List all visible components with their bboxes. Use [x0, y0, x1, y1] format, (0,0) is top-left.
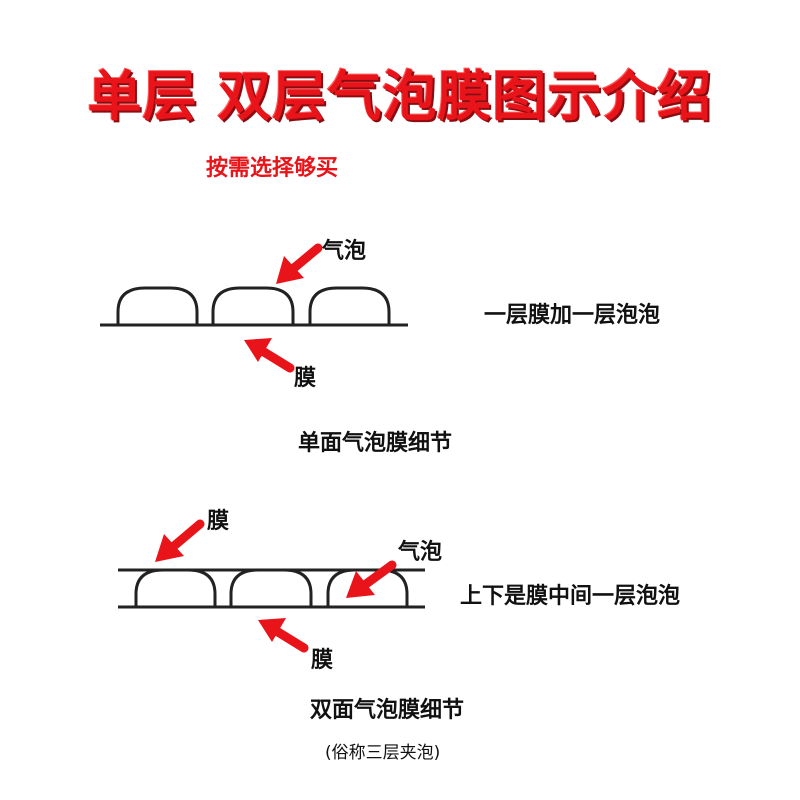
arrow-double-bottom-film [258, 618, 309, 653]
page-subtitle: 按需选择够买 [206, 156, 339, 181]
double-bottom-film-label: 膜 [311, 648, 334, 673]
single-bubble-3 [308, 286, 391, 325]
single-film-label: 膜 [294, 366, 317, 391]
single-bubble-2 [211, 286, 295, 325]
single-layer-caption: 单面气泡膜细节 [298, 431, 453, 456]
double-bubble-3 [326, 568, 409, 607]
arrow-double-top-film [155, 519, 205, 562]
double-bubble-2 [229, 568, 313, 607]
single-bubble-label: 气泡 [322, 239, 367, 264]
arrow-single-film [244, 338, 295, 373]
double-top-film-label: 膜 [207, 509, 230, 534]
double-layer-description: 上下是膜中间一层泡泡 [460, 584, 681, 609]
double-layer-caption: 双面气泡膜细节 [310, 698, 465, 723]
page-title: 单层 双层气泡膜图示介绍 [87, 65, 713, 128]
double-bubble-label: 气泡 [398, 540, 443, 565]
single-bubble-1 [116, 286, 199, 325]
double-layer-note: (俗称三层夹泡) [325, 743, 441, 763]
double-bubble-1 [134, 568, 217, 607]
arrow-double-bubble [346, 560, 397, 598]
single-layer-description: 一层膜加一层泡泡 [484, 303, 661, 328]
arrow-single-bubble [276, 243, 323, 284]
